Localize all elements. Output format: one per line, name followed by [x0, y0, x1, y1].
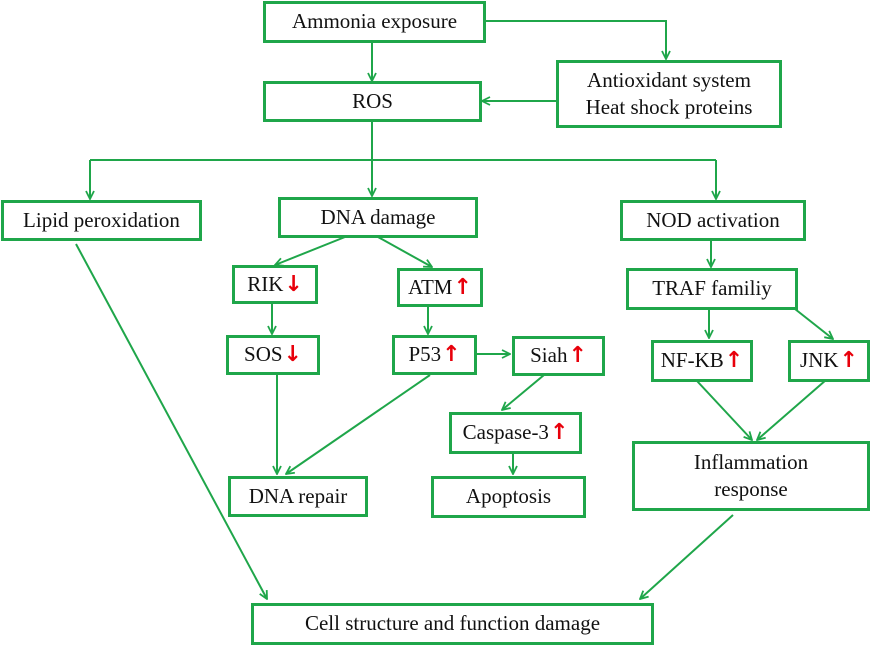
node-label: SOS [244, 342, 283, 367]
down-arrow-icon: ↓ [283, 342, 302, 367]
node-label: Cell structure and function damage [304, 611, 601, 636]
node-label-line1: Antioxidant system [587, 67, 751, 92]
node-cell-damage: Cell structure and function damage [251, 603, 654, 645]
edge-traf-jnk [794, 308, 833, 339]
node-inflammation-response: Inflammation response [632, 441, 870, 511]
node-lipid-peroxidation: Lipid peroxidation [1, 200, 202, 241]
node-traf-family: TRAF familiy [626, 268, 798, 310]
edge-ammonia-antioxidant [485, 20, 666, 59]
edge-nfkb-inflammation [696, 380, 752, 440]
node-label: ROS [352, 88, 393, 113]
up-arrow-icon: ↑ [568, 343, 587, 368]
edge-dna-rik [275, 236, 346, 265]
node-ammonia-exposure: Ammonia exposure [263, 1, 486, 43]
node-label: JNK [800, 348, 839, 373]
node-label-line2: response [714, 477, 788, 501]
node-label: NOD activation [646, 207, 780, 232]
node-label: RIK [247, 271, 284, 296]
node-dna-repair: DNA repair [228, 476, 368, 517]
node-label: Lipid peroxidation [23, 207, 180, 232]
node-label: DNA damage [320, 204, 436, 229]
node-ros: ROS [263, 81, 482, 122]
edge-dna-atm [377, 236, 432, 267]
up-arrow-icon: ↑ [549, 420, 569, 445]
up-arrow-icon: ↑ [724, 348, 744, 373]
node-nf-kb: NF-KB ↑ [651, 340, 753, 382]
node-nod-activation: NOD activation [620, 200, 806, 241]
up-arrow-icon: ↑ [839, 348, 858, 373]
node-p53: P53 ↑ [392, 335, 477, 375]
up-arrow-icon: ↑ [442, 342, 461, 367]
node-label: P53 [408, 342, 442, 367]
node-label-line2: Heat shock proteins [585, 95, 753, 119]
node-label: Apoptosis [465, 484, 552, 509]
node-dna-damage: DNA damage [278, 197, 478, 238]
node-atm: ATM ↑ [397, 268, 483, 307]
node-label-line1: Inflammation [693, 449, 809, 474]
edge-siah-caspase [502, 374, 545, 410]
node-label: Ammonia exposure [291, 9, 458, 34]
node-label: TRAF familiy [652, 276, 772, 301]
down-arrow-icon: ↓ [284, 271, 303, 297]
node-rik: RIK ↓ [232, 265, 318, 304]
node-sos: SOS ↓ [226, 335, 320, 375]
node-antioxidant-system: Antioxidant system Heat shock proteins [556, 60, 782, 128]
node-siah: Siah ↑ [512, 336, 605, 376]
edge-inflammation-cell [640, 514, 734, 599]
node-label: NF-KB [660, 348, 724, 373]
node-jnk: JNK ↑ [788, 340, 870, 382]
node-label: Caspase-3 [462, 420, 549, 445]
node-label: Siah [530, 343, 568, 368]
node-label: ATM [408, 274, 453, 299]
node-label: DNA repair [248, 483, 348, 508]
node-caspase-3: Caspase-3 ↑ [449, 412, 582, 454]
edge-p53-repair [286, 374, 431, 474]
up-arrow-icon: ↑ [453, 274, 472, 300]
edge-lipid-cell [75, 243, 267, 599]
node-apoptosis: Apoptosis [431, 476, 586, 518]
edge-jnk-inflammation [757, 379, 827, 440]
